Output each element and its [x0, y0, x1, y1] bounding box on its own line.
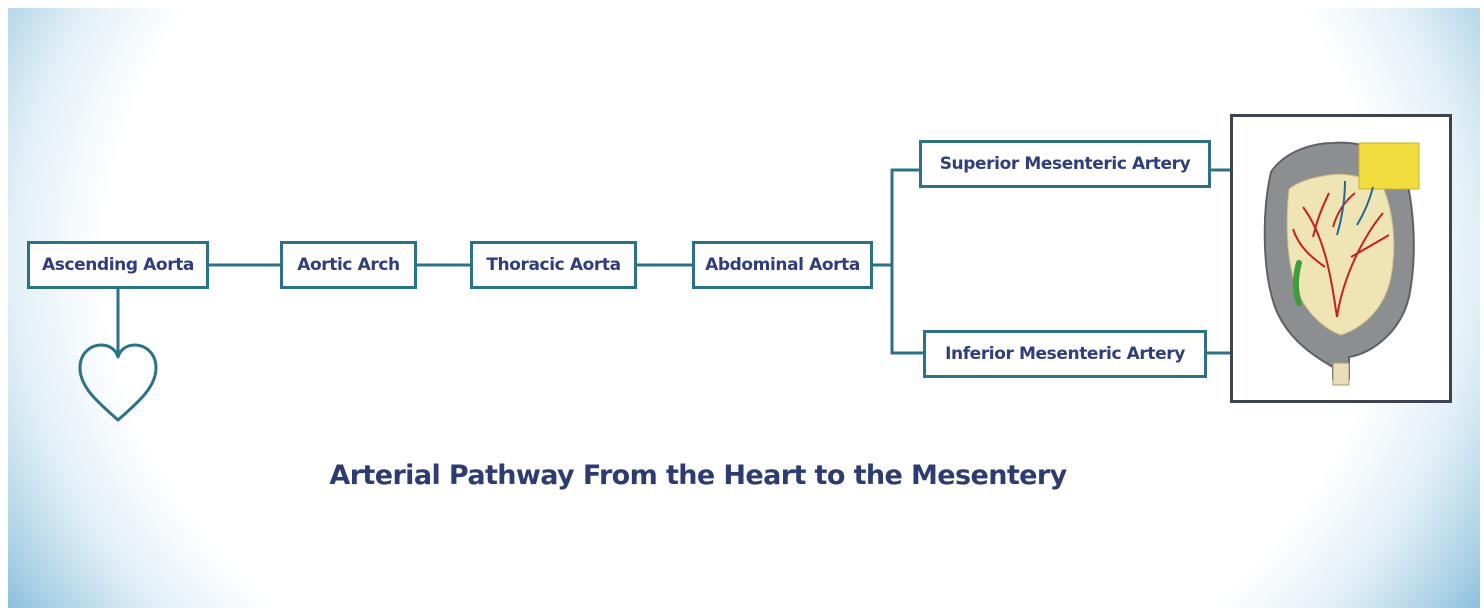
- connector-lines: [78, 168, 1232, 422]
- node-thoracic-aorta: Thoracic Aorta: [470, 241, 637, 289]
- node-aortic-arch: Aortic Arch: [280, 241, 417, 289]
- node-inferior-mesenteric-artery: Inferior Mesenteric Artery: [923, 330, 1207, 378]
- node-aortic-arch-label: Aortic Arch: [297, 255, 400, 275]
- diagram-caption: Arterial Pathway From the Heart to the M…: [329, 460, 1067, 491]
- node-ascending-aorta: Ascending Aorta: [27, 241, 209, 289]
- node-thoracic-aorta-label: Thoracic Aorta: [486, 255, 621, 275]
- node-superior-mesenteric-artery-label: Superior Mesenteric Artery: [939, 154, 1191, 174]
- intestine-model-photo: [1230, 114, 1452, 403]
- node-abdominal-aorta: Abdominal Aorta: [692, 241, 873, 289]
- node-superior-mesenteric-artery: Superior Mesenteric Artery: [919, 140, 1211, 188]
- node-ascending-aorta-label: Ascending Aorta: [42, 255, 194, 275]
- slide-canvas: Ascending Aorta Aortic Arch Thoracic Aor…: [8, 8, 1480, 608]
- heart-icon: [78, 343, 158, 422]
- node-inferior-mesenteric-artery-label: Inferior Mesenteric Artery: [945, 344, 1185, 364]
- node-abdominal-aorta-label: Abdominal Aorta: [705, 255, 860, 275]
- intestine-model-image: [1233, 117, 1449, 400]
